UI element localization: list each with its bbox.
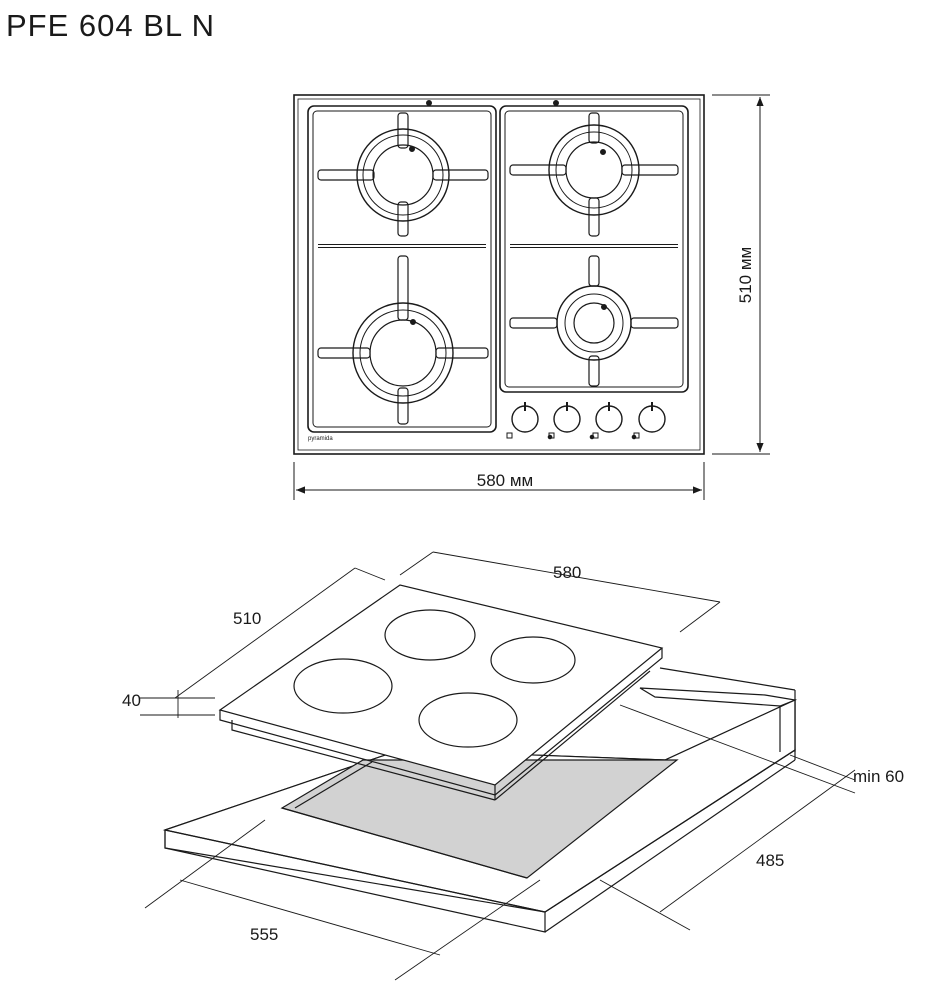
control-knob-icon [592, 402, 637, 440]
product-title: PFE 604 BL N [6, 8, 216, 43]
cutout-depth-label: 485 [756, 851, 784, 870]
burner-icon [317, 255, 489, 425]
burner-icon [509, 112, 679, 237]
height-dimension-label: 510 мм [736, 247, 755, 303]
hob-outer-frame [293, 94, 705, 455]
burner-icon [509, 255, 679, 387]
width-dimension-label: 580 мм [477, 471, 533, 490]
iso-view [162, 584, 798, 933]
dimension-arrow-icon [140, 551, 856, 981]
min-clearance-label: min 60 [853, 767, 904, 786]
burner-icon [317, 112, 489, 237]
hob-plate [218, 584, 664, 801]
iso-width-label: 580 [553, 563, 581, 582]
control-knob-icon [506, 402, 553, 440]
iso-thickness-label: 40 [122, 691, 141, 710]
iso-depth-label: 510 [233, 609, 261, 628]
control-knob-icon [548, 402, 595, 440]
control-knob-icon [633, 402, 666, 439]
cutout-width-label: 555 [250, 925, 278, 944]
dimension-arrow-icon [293, 94, 770, 500]
right-grate [499, 105, 689, 393]
brand-logo: pyramida [308, 436, 333, 442]
top-view-hob [293, 94, 705, 455]
left-grate [307, 105, 497, 433]
